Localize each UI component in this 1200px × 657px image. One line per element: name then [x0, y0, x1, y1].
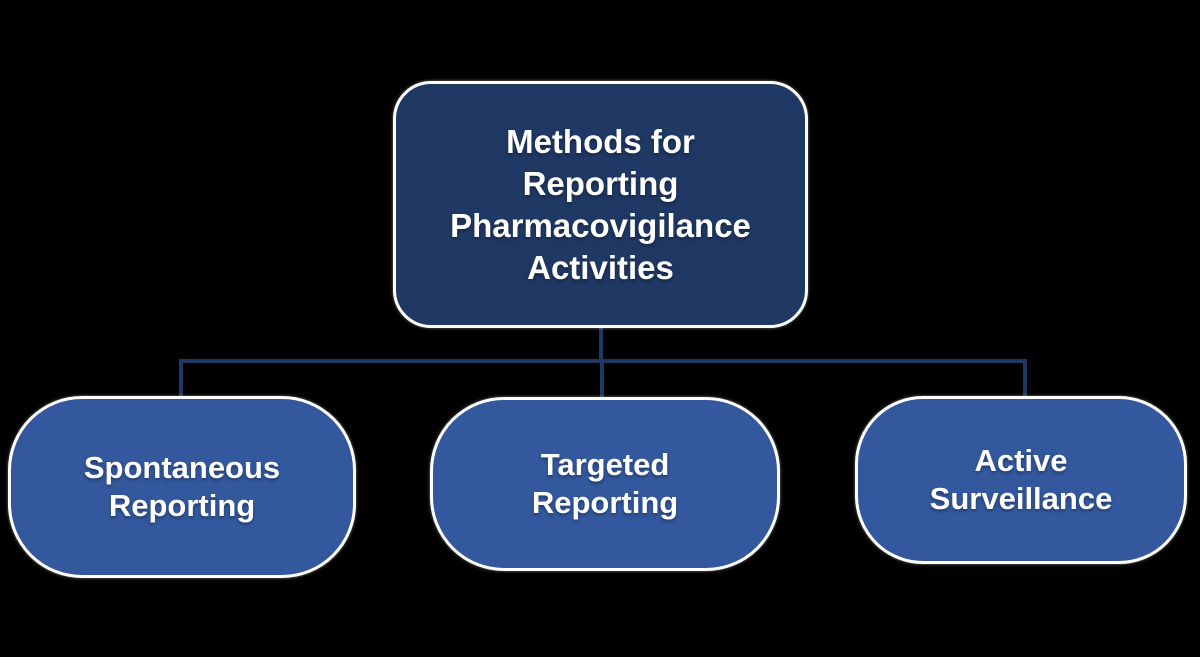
root-node-methods-for-reporting: Methods for Reporting Pharmacovigilance … [393, 81, 808, 328]
connector-drop-targeted [600, 359, 604, 399]
child-node-targeted-reporting: Targeted Reporting [430, 397, 780, 571]
root-node-label: Methods for Reporting Pharmacovigilance … [450, 122, 751, 286]
connector-drop-active [1023, 359, 1027, 398]
child-node-label: Spontaneous Reporting [83, 450, 281, 523]
connector-root-stub [599, 328, 603, 362]
child-node-spontaneous-reporting: Spontaneous Reporting [8, 396, 356, 578]
child-node-label: Active Surveillance [929, 443, 1113, 516]
child-node-label: Targeted Reporting [531, 447, 679, 520]
child-node-active-surveillance: Active Surveillance [855, 396, 1187, 564]
connector-drop-spontaneous [179, 359, 183, 398]
